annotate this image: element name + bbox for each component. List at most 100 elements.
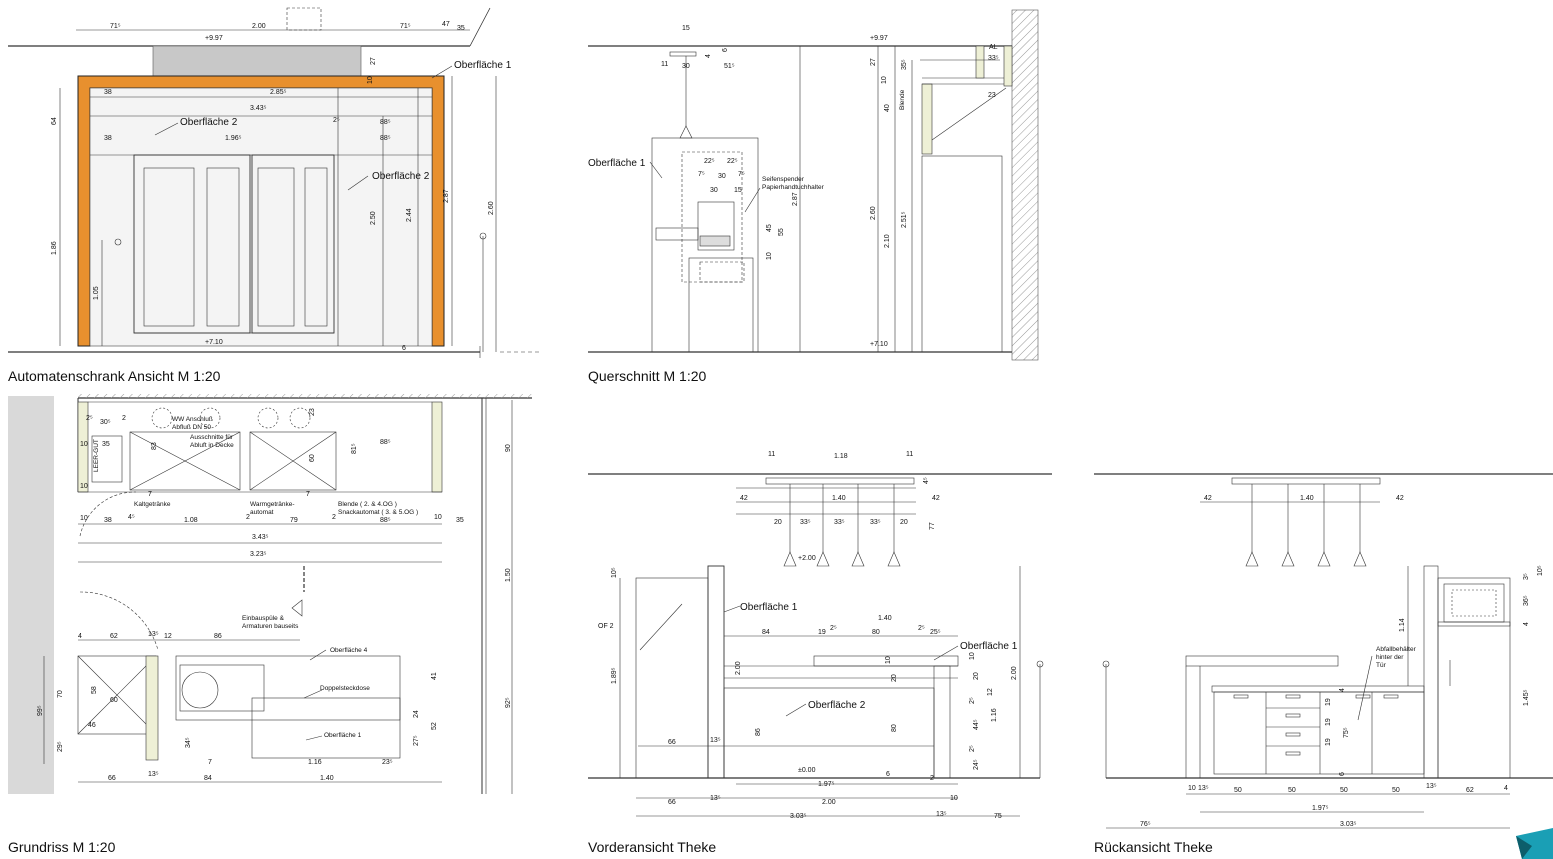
logo-mark bbox=[1516, 828, 1553, 859]
dim-text: 3.03⁵ bbox=[790, 813, 807, 820]
label-doppelsteckdose: Doppelsteckdose bbox=[320, 685, 370, 692]
dim-text: 1.14 bbox=[1399, 618, 1406, 632]
label-oberflaeche-1a: Oberfläche 1 bbox=[740, 602, 798, 613]
dim-text: 33⁵ bbox=[800, 519, 811, 526]
dim-text: 88⁵ bbox=[380, 517, 391, 524]
dim-text: 10 bbox=[950, 795, 958, 802]
label-oberflaeche-1: Oberfläche 1 bbox=[588, 158, 646, 169]
label-einbauspuele: Einbauspüle & bbox=[242, 615, 285, 622]
dim-text: 80 bbox=[872, 629, 880, 636]
dim-text: 20 bbox=[973, 672, 980, 680]
dim-text: 27 bbox=[370, 57, 377, 65]
dim-text: 13⁵ bbox=[936, 811, 947, 818]
dim-text: 52 bbox=[431, 722, 438, 730]
dim-text: 1.40 bbox=[878, 615, 892, 622]
dim-text: 13⁵ bbox=[148, 631, 159, 638]
dim-text: 7 bbox=[148, 491, 152, 498]
dim-text: 10 bbox=[885, 656, 892, 664]
dim-text: 34⁵ bbox=[185, 737, 192, 748]
dim-text: 92⁵ bbox=[505, 697, 512, 708]
label-warmgetraenke: Warmgetränke- bbox=[250, 501, 295, 508]
dim-text: 30 bbox=[718, 173, 726, 180]
dim-text: 50 bbox=[1392, 787, 1400, 794]
grundriss-plan bbox=[8, 394, 532, 794]
label-tuer: Tür bbox=[1376, 662, 1387, 669]
dim-text: 19 bbox=[818, 629, 826, 636]
dim-text: 2⁵ bbox=[86, 415, 93, 422]
dim-text: 46 bbox=[88, 722, 96, 729]
level-0-00: ±0.00 bbox=[798, 767, 816, 774]
dim-text: 19 bbox=[1325, 698, 1332, 706]
label-hinter-der: hinter der bbox=[1376, 654, 1404, 661]
dim-text: 38 bbox=[104, 89, 112, 96]
label-oberflaeche-2: Oberfläche 2 bbox=[180, 117, 238, 128]
dim-text: 20 bbox=[774, 519, 782, 526]
dim-text: 24⁵ bbox=[973, 759, 980, 770]
dim-text: 3⁵ bbox=[1523, 573, 1530, 580]
dim-text: 2.51⁵ bbox=[901, 211, 908, 228]
dim-text: 30 bbox=[682, 63, 690, 70]
dim-text: 2.00 bbox=[735, 661, 742, 675]
dim-text: 2 bbox=[246, 514, 250, 521]
dim-text: 76⁵ bbox=[1140, 821, 1151, 828]
dim-text: 90 bbox=[505, 444, 512, 452]
rueckansicht-elevation bbox=[1094, 473, 1553, 829]
view-title-vorderansicht: Vorderansicht Theke bbox=[588, 839, 717, 855]
label-al: AL bbox=[989, 44, 998, 51]
dim-text: 30 bbox=[710, 187, 718, 194]
dim-text: 13⁵ bbox=[710, 795, 721, 802]
dim-text: 27 bbox=[870, 58, 877, 66]
dim-text: 23 bbox=[988, 92, 996, 99]
dim-text: 10 bbox=[434, 514, 442, 521]
dim-text: 10 bbox=[80, 441, 88, 448]
dim-text: 47 bbox=[442, 21, 450, 28]
dim-text: 1.97⁵ bbox=[818, 781, 835, 788]
dim-text: 66 bbox=[668, 799, 676, 806]
dim-text: 35⁵ bbox=[901, 59, 908, 70]
dim-text: 1.05 bbox=[93, 286, 100, 300]
dim-text: 35 bbox=[456, 517, 464, 524]
dim-text: 2.50 bbox=[370, 211, 377, 225]
label-of-2: OF 2 bbox=[598, 623, 614, 630]
dim-text: 2.00 bbox=[1011, 666, 1018, 680]
dim-text: 29⁵ bbox=[57, 741, 64, 752]
dim-text: 13⁵ bbox=[148, 771, 159, 778]
dim-text: 12 bbox=[987, 688, 994, 696]
dim-text: 1.40 bbox=[320, 775, 334, 782]
dim-text: 1.16 bbox=[991, 708, 998, 722]
dim-text: 20 bbox=[891, 674, 898, 682]
dim-text: 1.97⁵ bbox=[1312, 805, 1329, 812]
dim-text: 1.86 bbox=[51, 241, 58, 255]
label-blende: Blende bbox=[899, 89, 906, 110]
dim-text: 40 bbox=[884, 104, 891, 112]
dim-text: 4 bbox=[1523, 622, 1530, 626]
label-oberflaeche-1: Oberfläche 1 bbox=[454, 60, 512, 71]
label-automat: automat bbox=[250, 509, 274, 516]
dim-text: 71⁵ bbox=[400, 23, 411, 30]
dim-text: 12 bbox=[164, 633, 172, 640]
automat-annotations: 71⁵ 2.00 71⁵ 47 35 +9.97 +7.10 Oberfläch… bbox=[51, 21, 512, 352]
querschnitt-annotations: +9.97 +7.10 Oberfläche 1 Seifenspender P… bbox=[588, 25, 999, 348]
dim-text: 55 bbox=[778, 228, 785, 236]
dim-text: 62 bbox=[110, 633, 118, 640]
dim-text: 2.00 bbox=[822, 799, 836, 806]
dim-text: 13⁵ bbox=[1426, 783, 1437, 790]
automat-elevation bbox=[8, 7, 540, 358]
dim-text: 13⁵ bbox=[1198, 785, 1209, 792]
dim-text: 3.43⁵ bbox=[252, 534, 269, 541]
dim-text: 88⁵ bbox=[380, 135, 391, 142]
vorderansicht-annotations: OF 2 Oberfläche 1 Oberfläche 1 Oberfläch… bbox=[598, 451, 1018, 820]
dim-text: 3.43⁵ bbox=[250, 105, 267, 112]
dim-text: 60 bbox=[110, 697, 118, 704]
dim-text: 2.87 bbox=[792, 192, 799, 206]
dim-text: 80 bbox=[891, 724, 898, 732]
view-title-rueckansicht: Rückansicht Theke bbox=[1094, 839, 1213, 855]
dim-text: 20 bbox=[900, 519, 908, 526]
dim-text: 33⁵ bbox=[834, 519, 845, 526]
dim-text: 6 bbox=[1339, 772, 1346, 776]
dim-text: 2.60 bbox=[870, 206, 877, 220]
dim-text: 50 bbox=[1288, 787, 1296, 794]
dim-text: 33⁵ bbox=[870, 519, 881, 526]
dim-text: 19 bbox=[1325, 718, 1332, 726]
dim-text: 1.16 bbox=[308, 759, 322, 766]
